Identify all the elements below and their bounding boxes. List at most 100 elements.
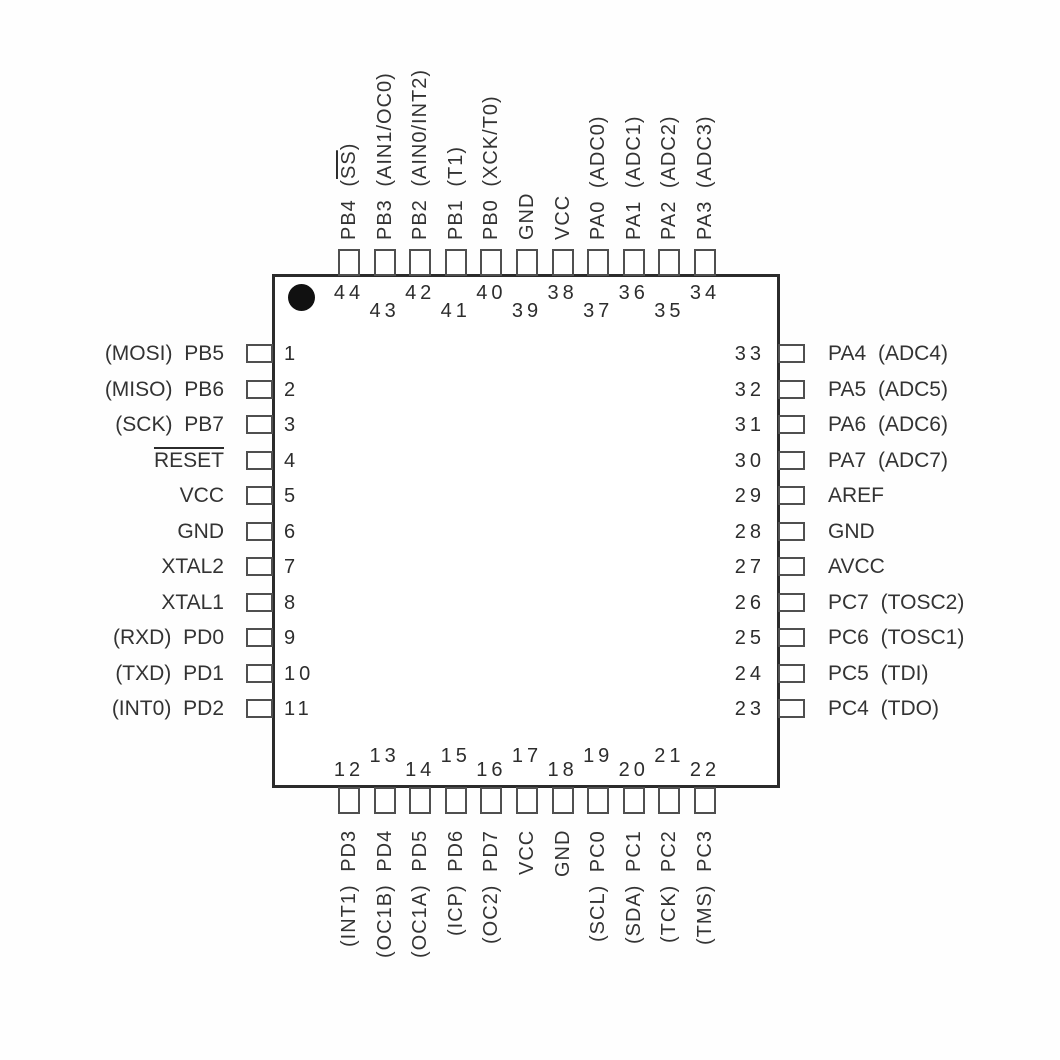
pin-18-label: GND (552, 830, 574, 1058)
pin-36-label: PA1 (ADC1) (623, 25, 645, 240)
pin-41-pad (444, 249, 467, 276)
pin-13-label: (OC1B) PD4 (374, 830, 396, 1058)
pin-39-label: GND (516, 25, 538, 240)
pin-28-label: GND (828, 520, 875, 544)
pin-17-pad (516, 787, 538, 814)
pin-22-label: (TMS) PC3 (694, 830, 716, 1058)
pin-34-label: PA3 (ADC3) (694, 25, 716, 240)
pin-23-number: 23 (734, 698, 765, 720)
pin-4-number: 4 (284, 449, 300, 472)
pin-40-number: 40 (476, 282, 507, 304)
pin-28-pad (778, 521, 805, 541)
pin-24-label: PC5 (TDI) (828, 662, 929, 686)
pin-43-pad (373, 249, 396, 276)
pin-11-label: (INT0) PD2 (10, 697, 224, 721)
pin-25-pad (778, 628, 805, 647)
pin-label-text: VCC (179, 484, 224, 507)
pin-label-text: VCC (551, 194, 574, 240)
pin-8-label: XTAL1 (10, 591, 224, 615)
pin-label-text: GND (551, 830, 574, 878)
pin-label-text: PA2 (ADC2) (658, 115, 681, 240)
pin-37-pad (587, 249, 610, 276)
pin-35-label: PA2 (ADC2) (658, 25, 680, 240)
pin-label-text: AREF (828, 484, 885, 507)
pin-label-text: PB3 (AIN1/OC0) (373, 72, 396, 240)
pin-label-text: (SCK) PB7 (115, 413, 224, 436)
chip-body (272, 274, 780, 788)
pin-17-label: VCC (516, 830, 538, 1058)
pin-44-pad (338, 249, 360, 276)
pin-label-text: (MISO) PB6 (104, 377, 224, 401)
pin1-indicator-dot (288, 284, 315, 311)
pin-label-text: (MOSI) PB5 (104, 342, 224, 365)
pin-10-number: 10 (284, 662, 315, 685)
pin-label-text: RESET (153, 448, 224, 472)
pin-31-label: PA6 (ADC6) (828, 413, 948, 437)
pin-label-text: (OC1B) PD4 (373, 830, 396, 959)
pin-26-label: PC7 (TOSC2) (828, 591, 964, 615)
pin-30-number: 30 (734, 449, 765, 472)
pin-label-text: (TMS) PC3 (694, 830, 716, 945)
pin-9-label: (RXD) PD0 (10, 626, 224, 650)
pin-1-label: (MOSI) PB5 (10, 342, 224, 366)
pin-9-pad (246, 628, 273, 647)
pin-31-pad (778, 415, 805, 434)
pin-25-number: 25 (734, 627, 765, 649)
pin-label-text: PA3 (ADC3) (694, 115, 716, 240)
pin-23-label: PC4 (TDO) (828, 697, 939, 721)
pin-22-pad (694, 787, 716, 814)
pin-22-number: 22 (689, 759, 721, 781)
pin-3-number: 3 (284, 414, 300, 436)
pin-label-text: SS (338, 150, 360, 179)
pin-label-text: (RXD) PD0 (112, 626, 224, 649)
pin-5-label: VCC (10, 484, 224, 508)
pin-15-pad (444, 787, 467, 814)
pin-40-label: PB0 (XCK/T0) (480, 25, 502, 240)
pin-29-pad (778, 486, 805, 505)
pin-38-label: VCC (552, 25, 574, 240)
pin-label-text: (INT1) PD3 (338, 830, 360, 948)
pin-35-pad (658, 249, 681, 276)
pin-11-number: 11 (284, 698, 313, 720)
pin-42-label: PB2 (AIN0/INT2) (409, 25, 431, 240)
pin-43-number: 43 (369, 300, 400, 322)
pin-40-pad (480, 249, 503, 276)
pin-20-pad (622, 787, 645, 814)
pin-label-text: GND (828, 519, 875, 543)
pin-16-label: (OC2) PD7 (480, 830, 502, 1058)
pin-label-text: (INT0) PD2 (111, 697, 224, 720)
pin-36-number: 36 (618, 282, 649, 304)
pin-18-number: 18 (547, 759, 578, 781)
pin-8-pad (246, 592, 273, 612)
pin-16-pad (480, 787, 503, 814)
pin-2-number: 2 (284, 378, 300, 401)
pin-7-number: 7 (284, 556, 300, 578)
pin-label-text: (OC2) PD7 (480, 830, 503, 944)
pin-14-number: 14 (405, 759, 436, 781)
pin-13-number: 13 (369, 745, 400, 767)
pin-label-text: PA6 (ADC6) (828, 413, 948, 436)
pin-43-label: PB3 (AIN1/OC0) (374, 25, 396, 240)
pin-35-number: 35 (654, 300, 685, 322)
pin-1-number: 1 (284, 343, 300, 365)
pin-label-text: PB1 (T1) (444, 145, 467, 240)
pin-42-number: 42 (405, 282, 436, 304)
pin-27-label: AVCC (828, 555, 885, 579)
pin-6-pad (246, 521, 273, 541)
pin-21-pad (658, 787, 681, 814)
pin-label-text: PC7 (TOSC2) (828, 590, 965, 614)
pin-14-label: (OC1A) PD5 (409, 830, 431, 1058)
pin-41-number: 41 (440, 300, 471, 322)
pin-3-label: (SCK) PB7 (10, 413, 224, 437)
pin-42-pad (409, 249, 432, 276)
pin-17-number: 17 (511, 745, 543, 767)
pin-3-pad (246, 415, 273, 434)
pin-11-pad (246, 699, 273, 718)
pin-39-pad (516, 249, 538, 276)
pin-33-number: 33 (734, 343, 765, 365)
pin-38-pad (551, 249, 574, 276)
pin-25-label: PC6 (TOSC1) (828, 626, 964, 650)
pin-44-label: PB4 (SS) (338, 25, 360, 240)
pin-44-number: 44 (333, 282, 365, 304)
